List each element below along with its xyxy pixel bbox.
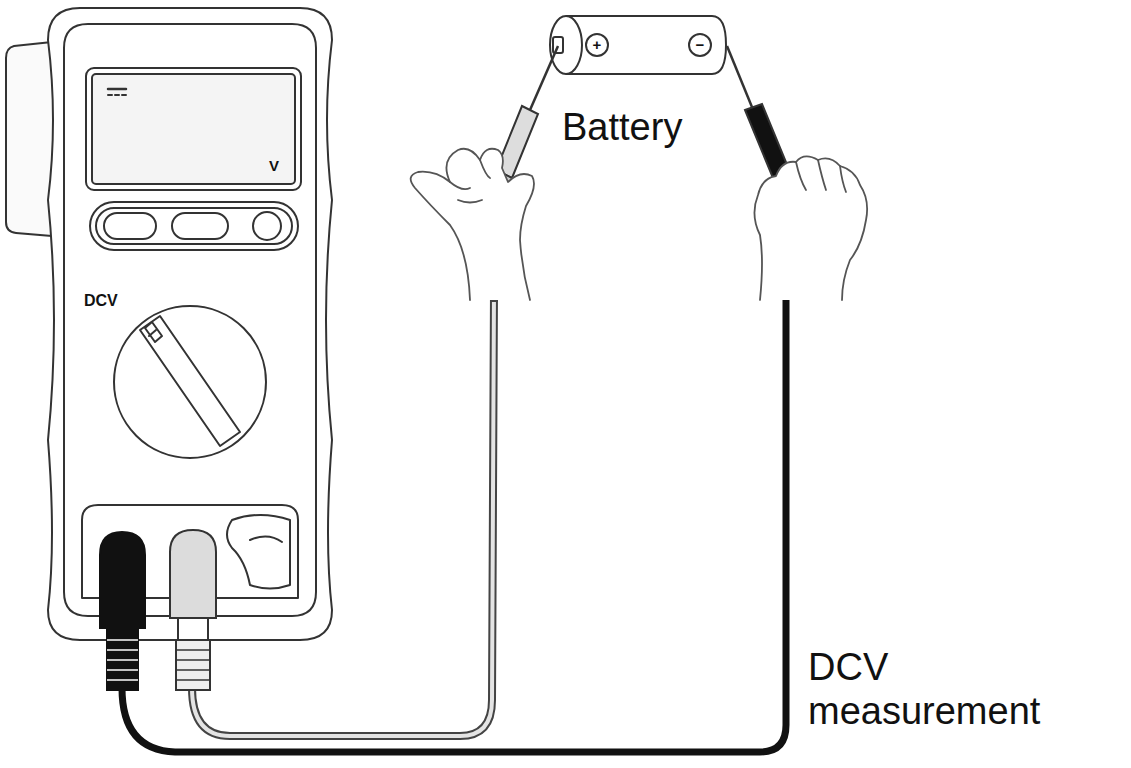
red-lead-wire bbox=[192, 290, 494, 736]
polarity-circle bbox=[689, 34, 711, 56]
red-probe-tip bbox=[530, 46, 558, 110]
red-plug-boot bbox=[176, 640, 210, 690]
battery-end bbox=[550, 16, 582, 74]
hand-detail bbox=[796, 160, 846, 192]
button-panel bbox=[90, 202, 298, 250]
button-panel bbox=[96, 208, 292, 244]
dc-symbol bbox=[108, 88, 126, 91]
dial-pointer bbox=[140, 316, 240, 446]
plug-ridges bbox=[176, 650, 210, 680]
button bbox=[253, 212, 281, 240]
right-hand bbox=[754, 156, 867, 300]
black-plug-boot bbox=[107, 628, 138, 690]
polarity-circle bbox=[586, 34, 608, 56]
battery-terminal bbox=[553, 37, 563, 53]
dial-mark bbox=[145, 322, 162, 342]
part-name: Battery bbox=[562, 106, 752, 150]
plug-ridges bbox=[107, 640, 138, 680]
red-plug bbox=[170, 530, 216, 618]
polarity-mark: + bbox=[587, 36, 607, 54]
dc-symbol bbox=[108, 94, 126, 96]
red-lead-wire bbox=[490, 300, 498, 302]
red-lead-wire bbox=[192, 290, 494, 736]
probe-holder bbox=[227, 515, 290, 589]
probe-holder bbox=[250, 536, 282, 542]
black-lead-wire bbox=[122, 262, 786, 752]
left-hand bbox=[411, 149, 534, 300]
rotary-dial bbox=[114, 306, 266, 458]
display bbox=[92, 74, 295, 184]
polarity-mark: − bbox=[690, 36, 710, 54]
side-clip bbox=[6, 42, 52, 236]
button bbox=[104, 213, 156, 239]
display-unit: V bbox=[262, 157, 286, 175]
red-plug-neck bbox=[178, 618, 208, 640]
caption-note: DCV measurement bbox=[808, 646, 1108, 733]
button bbox=[172, 213, 228, 239]
meter-holster bbox=[48, 8, 332, 640]
black-probe-tip bbox=[727, 46, 754, 112]
dial-label: DCV bbox=[84, 292, 144, 310]
black-plug bbox=[100, 532, 145, 628]
meter-body bbox=[64, 24, 316, 616]
battery-body bbox=[566, 16, 726, 74]
hand-detail bbox=[450, 160, 490, 203]
display-bezel bbox=[86, 68, 301, 190]
